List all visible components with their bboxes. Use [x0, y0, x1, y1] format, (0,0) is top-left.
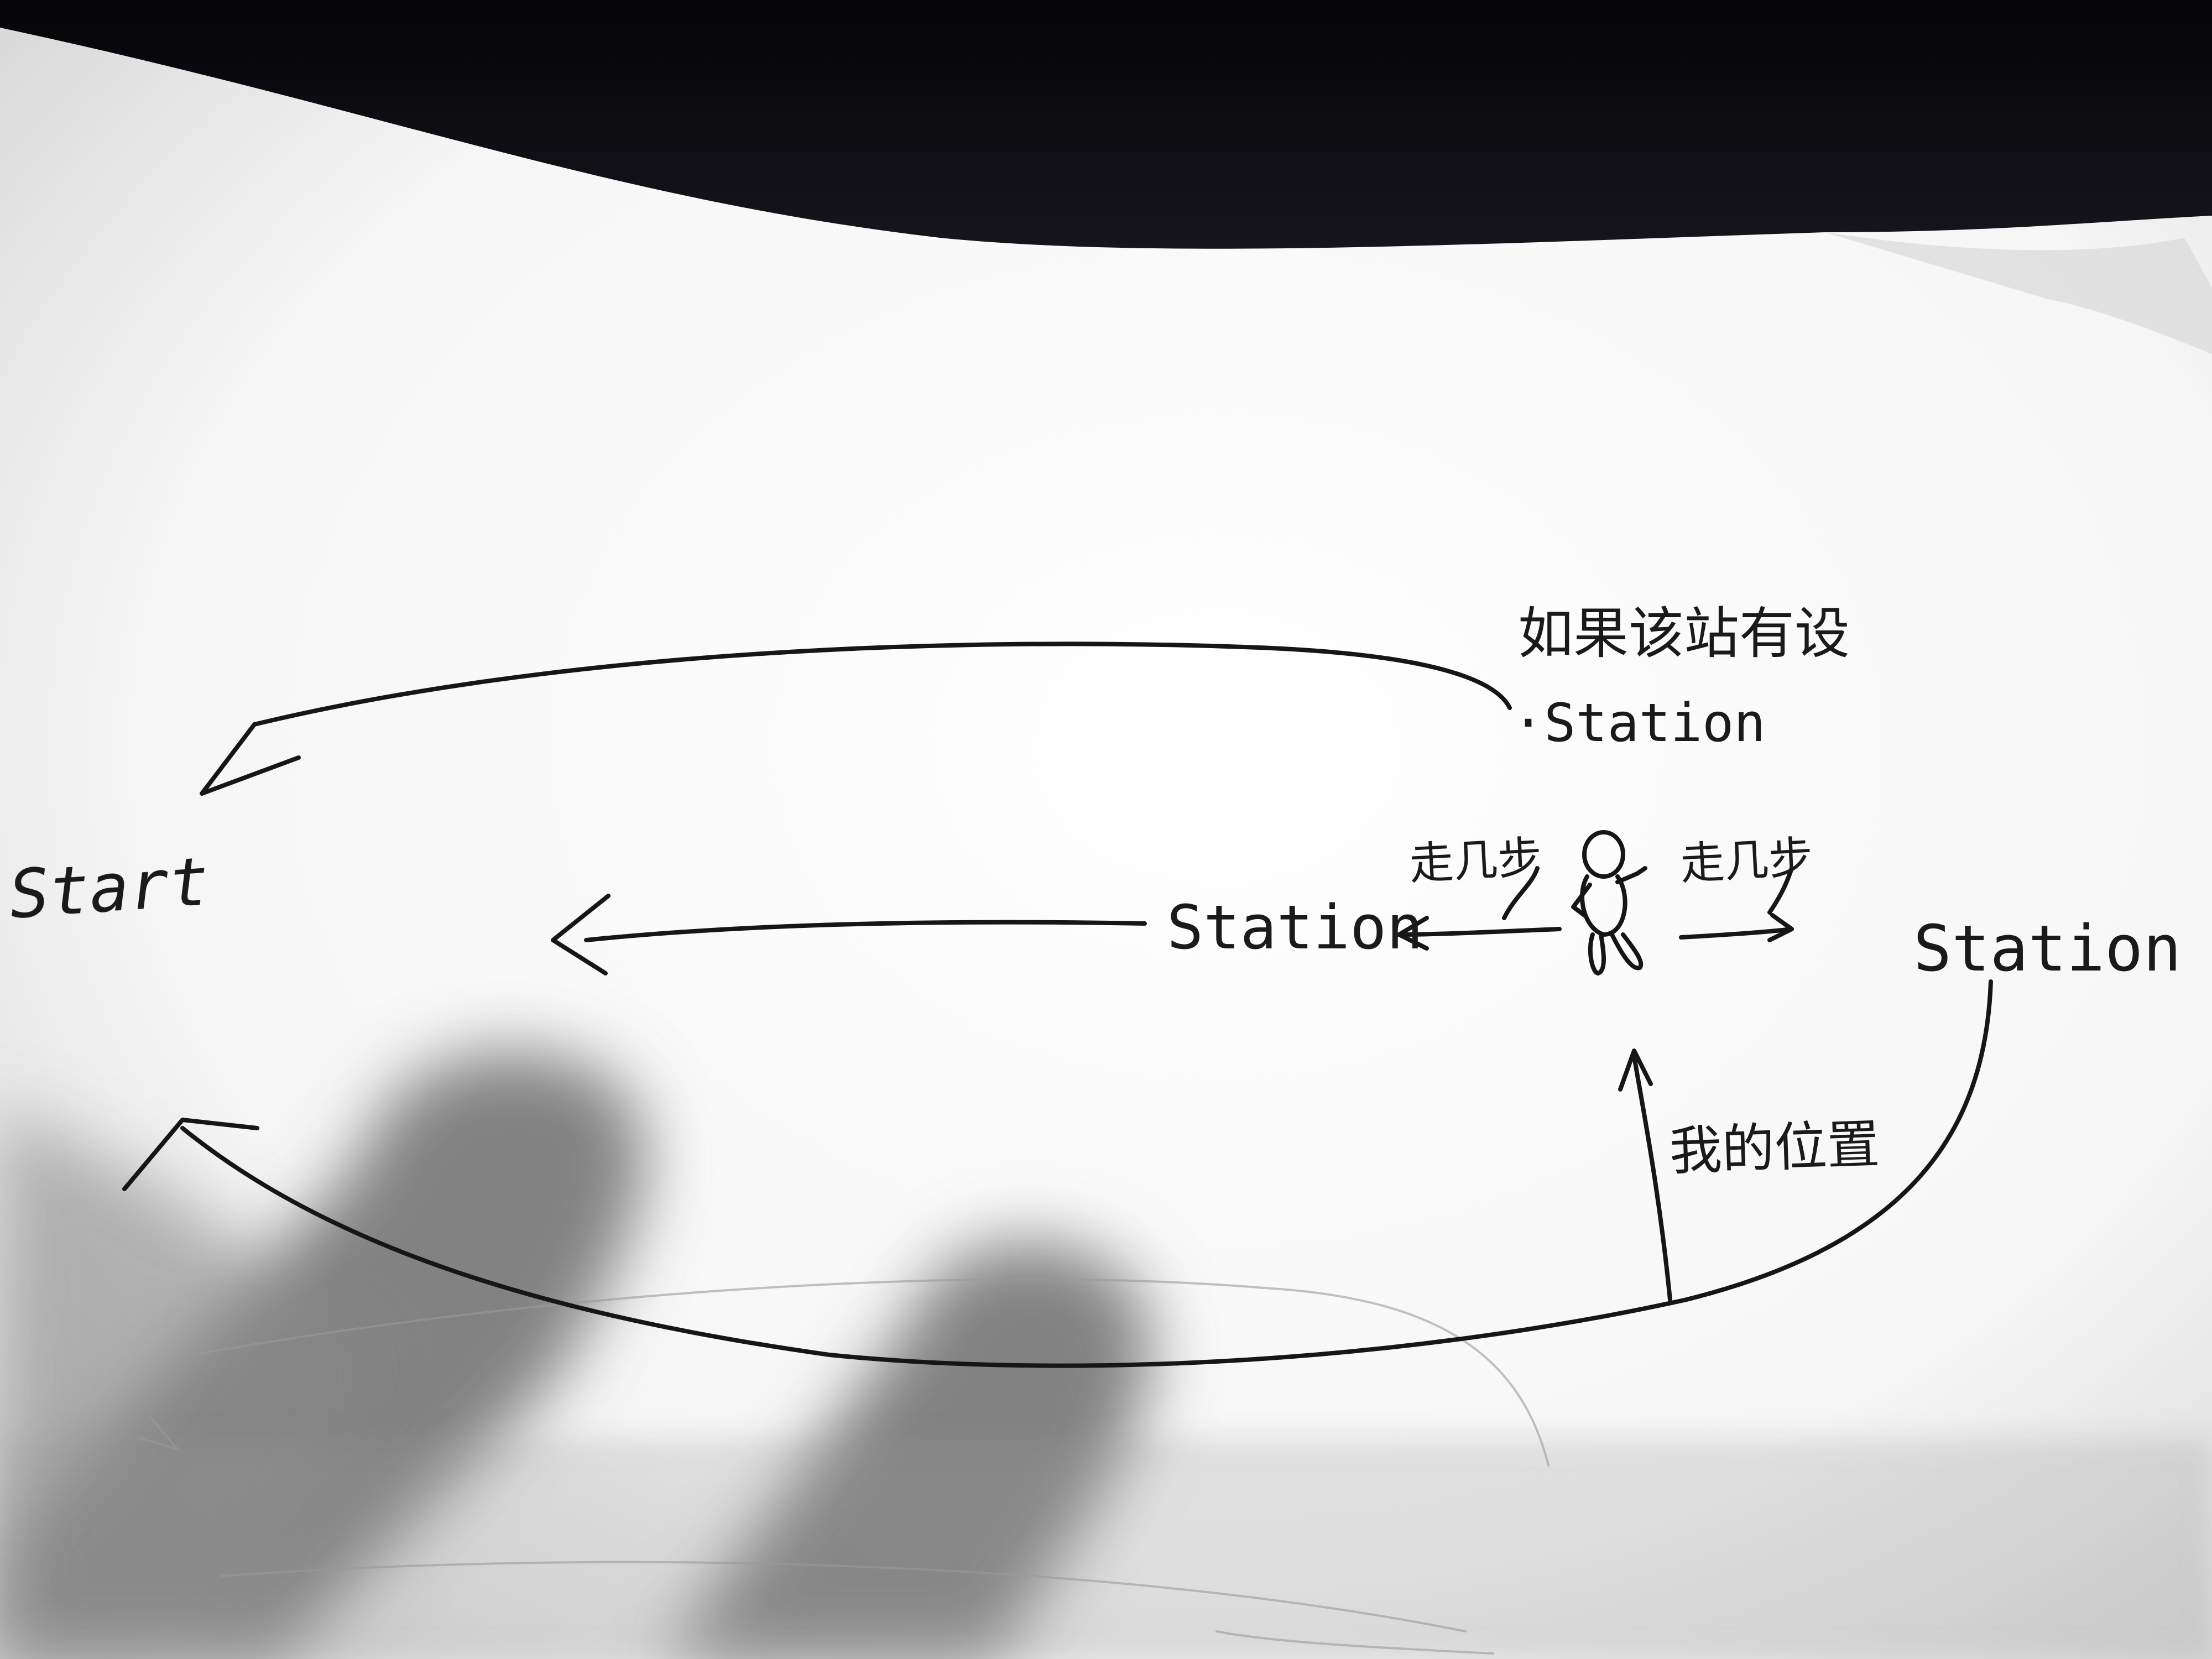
paper-edge-highlight	[1825, 232, 2212, 354]
station-top-label: ·Station	[1512, 693, 1766, 754]
start-label: Start	[7, 843, 211, 934]
person-stick-figure-icon	[1571, 830, 1647, 975]
arrow-steps-left	[1397, 866, 1562, 951]
arrow-right-station-to-start	[122, 979, 1993, 1368]
note-if-station-exists: 如果该站有设	[1518, 601, 1850, 666]
my-position-label: 我的位置	[1668, 1114, 1881, 1182]
arrow-my-position	[1618, 1048, 1672, 1302]
station-right-label: Station	[1913, 912, 2182, 986]
steps-right-label: 走几步	[1679, 832, 1814, 890]
dark-desk-edge	[0, 0, 2212, 249]
arrow-steps-right	[1679, 866, 1794, 942]
station-middle-label: Station	[1167, 892, 1423, 963]
steps-left-label: 走几步	[1408, 832, 1543, 890]
bleed-through-marks	[137, 1278, 1550, 1655]
arrow-top-station-to-start	[200, 641, 1512, 796]
arrow-middle-station-to-start	[551, 894, 1147, 975]
